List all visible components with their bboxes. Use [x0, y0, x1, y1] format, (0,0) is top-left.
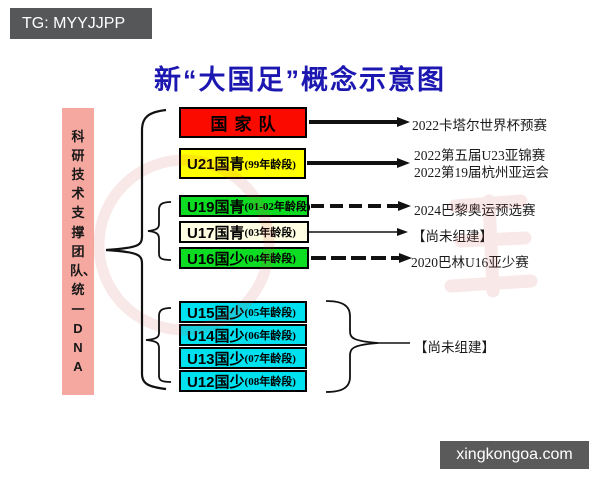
youth-group-note: 【尚未组建】 — [414, 340, 495, 355]
page-title: 新“大国足”概念示意图 — [154, 65, 446, 95]
team-label: U14国少 — [187, 327, 245, 345]
team-label: U21国青 — [187, 156, 245, 173]
team-box-u13: U13国少(07年龄段) — [179, 347, 307, 369]
target-text-u17: 【尚未组建】 — [412, 229, 493, 244]
team-box-u15: U15国少(05年龄段) — [179, 301, 307, 323]
team-age-range: (08年龄段) — [244, 376, 296, 388]
team-label: U12国少 — [187, 373, 245, 391]
target-text-u19: 2024巴黎奥运预选赛 — [414, 203, 536, 218]
team-box-national: 国家队 — [179, 107, 307, 138]
team-box-u12: U12国少(08年龄段) — [179, 370, 307, 392]
team-label: U13国少 — [187, 350, 245, 368]
target-text-national: 2022卡塔尔世界杯预赛 — [412, 118, 547, 133]
team-age-range: (07年龄段) — [244, 353, 296, 365]
team-age-range: (99年龄段) — [244, 158, 296, 171]
tg-watermark-badge: TG: MYYJJPP — [10, 8, 152, 39]
mid-group-brace — [147, 201, 172, 261]
target-text-u21: 2022第五届U23亚锦赛 2022第19届杭州亚运会 — [414, 147, 549, 181]
support-team-label: 科研技术支撑团队、统一DNA — [70, 128, 97, 375]
team-label: U19国青 — [187, 198, 245, 216]
team-age-range: (05年龄段) — [244, 307, 296, 319]
site-watermark-badge: xingkongoa.com — [440, 441, 589, 469]
support-team-panel: 科研技术支撑团队、统一DNA — [62, 108, 97, 395]
team-box-u21: U21国青(99年龄段) — [179, 148, 306, 179]
arrowhead-u17 — [397, 228, 408, 236]
team-box-u14: U14国少(06年龄段) — [179, 324, 307, 346]
team-label: U17国青 — [187, 224, 245, 242]
team-age-range: (03年龄段) — [244, 227, 296, 239]
team-age-range: (01-02年龄段) — [244, 201, 311, 213]
watermark — [93, 154, 538, 336]
team-label: U16国少 — [187, 250, 245, 268]
youth-group-brace — [145, 307, 172, 383]
target-text-u21-line1: 2022第五届U23亚锦赛 — [414, 148, 546, 163]
outer-brace — [105, 108, 167, 391]
team-age-range: (06年龄段) — [244, 330, 296, 342]
arrowhead-u19 — [398, 201, 411, 211]
youth-right-brace — [325, 300, 379, 393]
team-box-u16: U16国少(04年龄段) — [179, 247, 309, 269]
target-text-u16: 2020巴林U16亚少赛 — [411, 255, 529, 270]
target-text-u21-line2: 2022第19届杭州亚运会 — [414, 165, 549, 180]
arrowhead-u21 — [397, 158, 410, 168]
team-box-u19: U19国青(01-02年龄段) — [179, 195, 311, 217]
team-box-u17: U17国青(03年龄段) — [179, 221, 309, 243]
arrowhead-national — [397, 117, 410, 127]
team-age-range: (04年龄段) — [244, 253, 296, 265]
team-label: 国家队 — [210, 115, 283, 134]
team-label: U15国少 — [187, 304, 245, 322]
